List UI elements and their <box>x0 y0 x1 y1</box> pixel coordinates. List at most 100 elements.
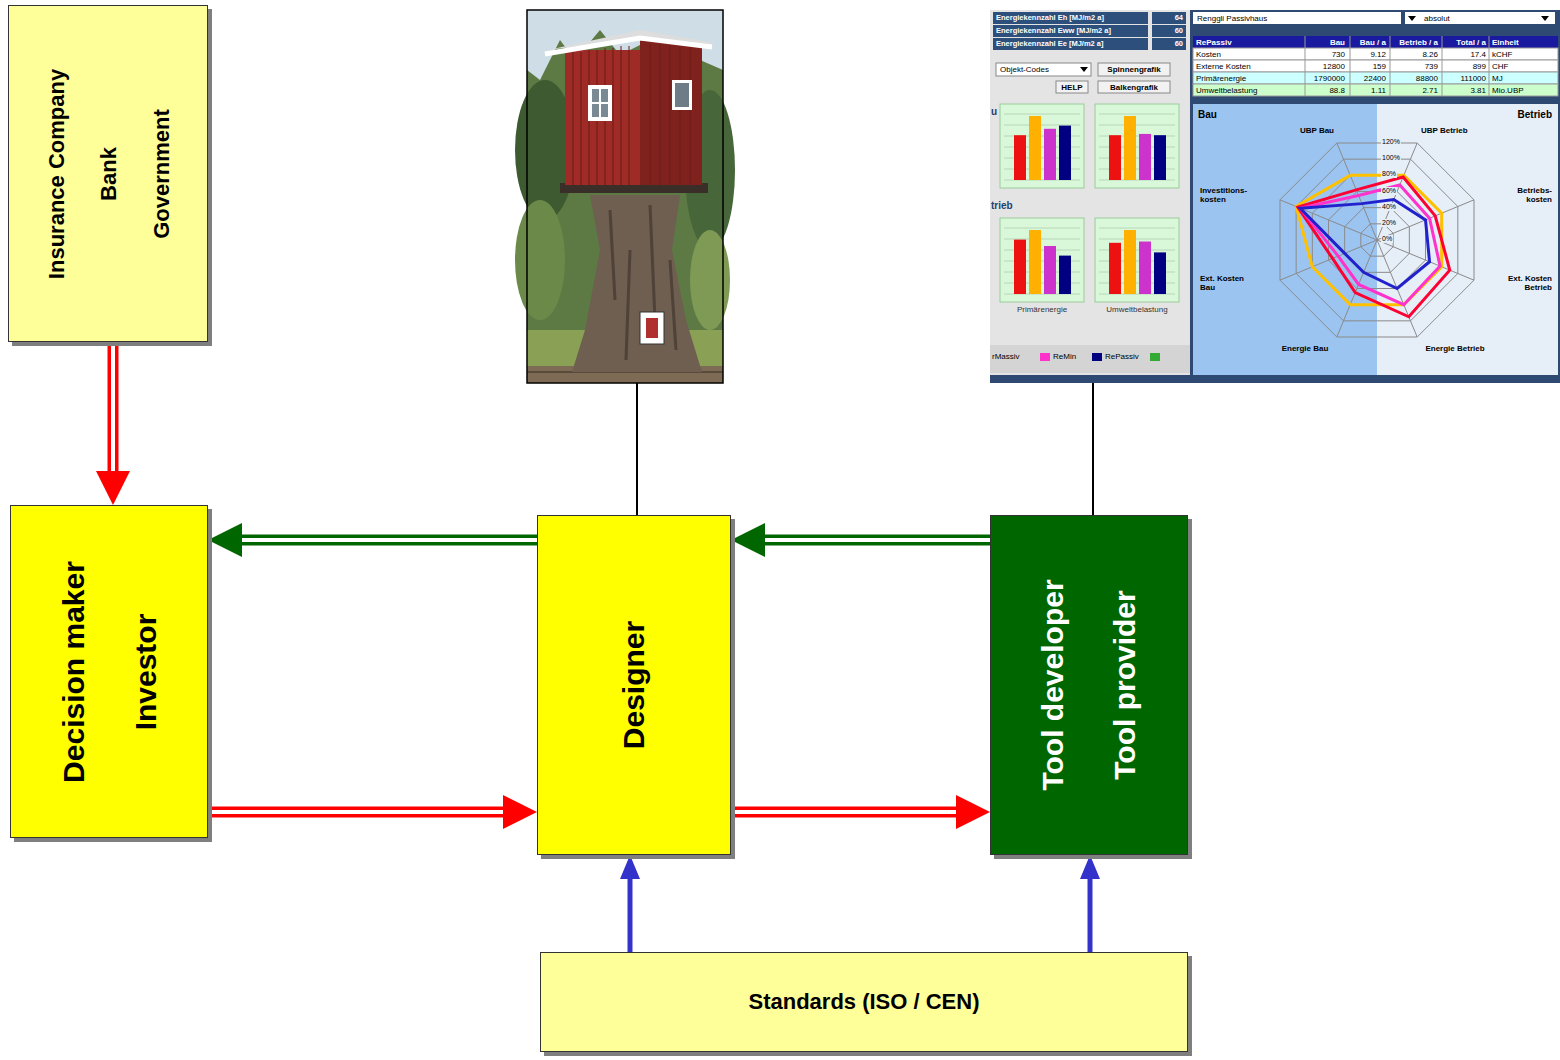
screen-text: 88800 <box>1416 74 1438 83</box>
screen-text: Betriebs- kosten <box>1496 186 1552 204</box>
screen-text: 8.26 <box>1422 50 1438 59</box>
arrow-shaft-gap <box>239 538 537 542</box>
tree <box>515 200 565 320</box>
screen-text: Betrieb <box>1518 109 1552 121</box>
screen-text: Energie Bau <box>1282 344 1329 353</box>
bark <box>610 205 676 360</box>
flow-arrow <box>96 342 130 505</box>
box-content: Insurance CompanyBankGovernment <box>8 5 208 342</box>
screen-text: Einheit <box>1492 38 1519 47</box>
screen-text: 20% <box>1381 219 1397 227</box>
box-label: Government <box>148 109 173 239</box>
actor-box: Decision makerInvestor <box>10 505 208 838</box>
window <box>672 80 692 110</box>
bar <box>1044 246 1056 294</box>
screen-text: Ext. Kosten Betrieb <box>1492 274 1552 292</box>
box-content: Decision makerInvestor <box>10 505 208 838</box>
screen-text: Bau <box>1330 38 1345 47</box>
arrow-head <box>503 795 537 829</box>
radar-series <box>1300 200 1429 289</box>
screen-text: Externe Kosten <box>1196 62 1251 71</box>
flow-arrow <box>208 523 537 557</box>
screen-text: absolut <box>1424 14 1450 23</box>
screen-text: Total / a <box>1456 38 1486 47</box>
grid-line <box>1099 239 1175 240</box>
column-rule <box>1350 36 1351 96</box>
grid-line <box>1099 228 1175 229</box>
screen-text: Spinnengrafik <box>1107 65 1160 74</box>
box-label: Bank <box>95 147 120 201</box>
photo-border <box>527 10 723 383</box>
flow-arrow <box>620 855 640 952</box>
bar <box>1014 240 1026 294</box>
software-screenshot <box>990 10 1560 383</box>
screen-frame <box>990 10 1560 383</box>
box-content: Tool developerTool provider <box>990 515 1188 855</box>
chart-panel <box>1000 104 1084 188</box>
bar <box>1139 242 1151 294</box>
arrow-shaft-gap <box>762 538 990 542</box>
leader-line <box>636 383 638 515</box>
screen-text: 22400 <box>1364 74 1386 83</box>
column-rule <box>1489 36 1490 96</box>
screen-text: Betrieb / a <box>1399 38 1438 47</box>
treehouse-photo <box>515 10 735 383</box>
grid-line <box>1004 239 1080 240</box>
screen-text: RePassiv <box>1105 352 1139 361</box>
chart-panel <box>1000 218 1084 302</box>
radar-panel-right <box>1377 104 1558 375</box>
actor-box: Designer <box>537 515 731 855</box>
value-cell <box>1152 12 1186 24</box>
chart-panel <box>1095 104 1179 188</box>
screen-text: Objekt-Codes <box>1000 65 1049 74</box>
screen-text: Kosten <box>1196 50 1221 59</box>
arrow-shaft <box>628 877 633 952</box>
screen-text: trieb <box>991 200 1013 212</box>
arrow-shaft <box>239 535 537 546</box>
screen-text: u <box>991 106 997 118</box>
grid-line <box>1004 125 1080 126</box>
box-label: Decision maker <box>56 561 91 783</box>
chart-panel <box>1095 218 1179 302</box>
table-row <box>1193 60 1558 72</box>
screen-text: 120% <box>1381 138 1401 146</box>
screen-text: Balkengrafik <box>1110 83 1158 92</box>
grid-line <box>1004 114 1080 115</box>
arrow-shaft <box>108 342 119 474</box>
arrow-shaft-gap <box>111 342 115 474</box>
bar <box>1154 252 1166 294</box>
screen-text: Energiekennzahl Eww [MJ/m2 a] <box>996 27 1111 36</box>
radar-panel-left <box>1193 104 1377 375</box>
screen-text: Energiekennzahl Eh [MJ/m2 a] <box>996 14 1104 23</box>
screen-text: 2.71 <box>1422 86 1438 95</box>
screen-text: Umweltbelastung <box>1196 86 1257 95</box>
actor-box: Tool developerTool provider <box>990 515 1188 855</box>
button <box>1098 81 1170 93</box>
screen-text: CHF <box>1492 62 1508 71</box>
legend-swatch <box>1040 353 1050 361</box>
screen-text: 100% <box>1381 154 1401 162</box>
screen-text: Investitions- kosten <box>1200 186 1262 204</box>
value-cell <box>1152 25 1186 37</box>
radar-grid <box>1280 143 1474 337</box>
value-cell <box>1152 38 1186 50</box>
arrow-head <box>208 523 242 557</box>
screen-text: UBP Betrieb <box>1421 126 1468 135</box>
legend-swatch <box>1092 353 1102 361</box>
window-bars <box>592 89 608 117</box>
bar <box>1109 135 1121 180</box>
value-row <box>993 25 1148 37</box>
flow-arrow <box>731 523 990 557</box>
value-row <box>993 12 1148 24</box>
bar <box>1139 134 1151 180</box>
screen-text: 730 <box>1332 50 1345 59</box>
screen-text: Umweltbelastung <box>1106 305 1167 314</box>
screen-text: 64 <box>1175 14 1183 23</box>
roof-trim <box>545 38 712 54</box>
box-content: Standards (ISO / CEN) <box>541 953 1187 1051</box>
text-field <box>1193 12 1401 24</box>
column-rule <box>1390 36 1391 96</box>
screen-text: Bau <box>1198 109 1217 121</box>
screen-text: 88.8 <box>1329 86 1345 95</box>
